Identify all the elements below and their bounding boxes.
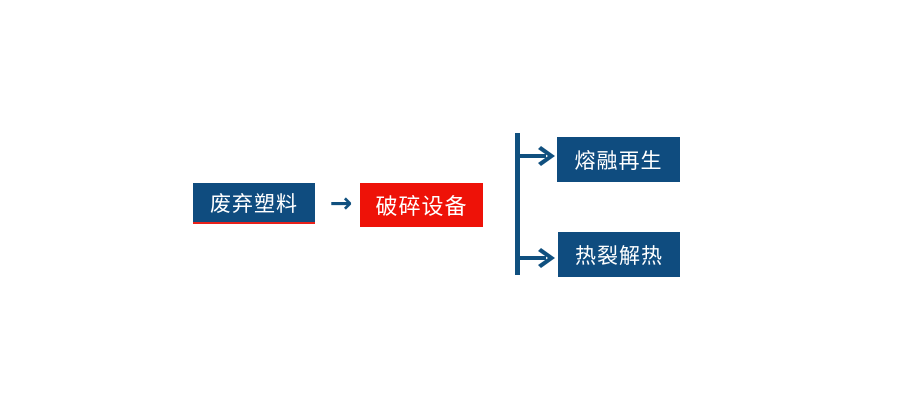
- node-pyrolysis-label: 热裂解热: [575, 243, 663, 268]
- branch-trunk-line: [515, 133, 520, 275]
- diagram-title: 废弃塑料回收处理流程: [0, 0, 1, 1]
- arrow-right-glyph: →: [329, 188, 353, 219]
- node-waste-plastic[interactable]: 废弃塑料: [193, 183, 315, 224]
- node-melt-regeneration-label: 熔融再生: [574, 148, 663, 173]
- node-pyrolysis[interactable]: 热裂解热: [558, 232, 680, 277]
- branch-lower-arrowhead: [538, 248, 555, 268]
- node-crusher-label: 破碎设备: [375, 195, 468, 220]
- branch-upper-stem: [518, 154, 546, 158]
- branch-lower-stem: [518, 256, 546, 260]
- branch-split-icon: [515, 133, 555, 275]
- branch-split-connector: [505, 125, 565, 285]
- arrow-right-icon: →: [322, 188, 360, 220]
- branch-upper-arrowhead: [538, 146, 555, 166]
- node-crusher[interactable]: 破碎设备: [360, 183, 483, 227]
- node-melt-regeneration[interactable]: 熔融再生: [557, 137, 680, 182]
- node-waste-plastic-label: 废弃塑料: [210, 191, 298, 216]
